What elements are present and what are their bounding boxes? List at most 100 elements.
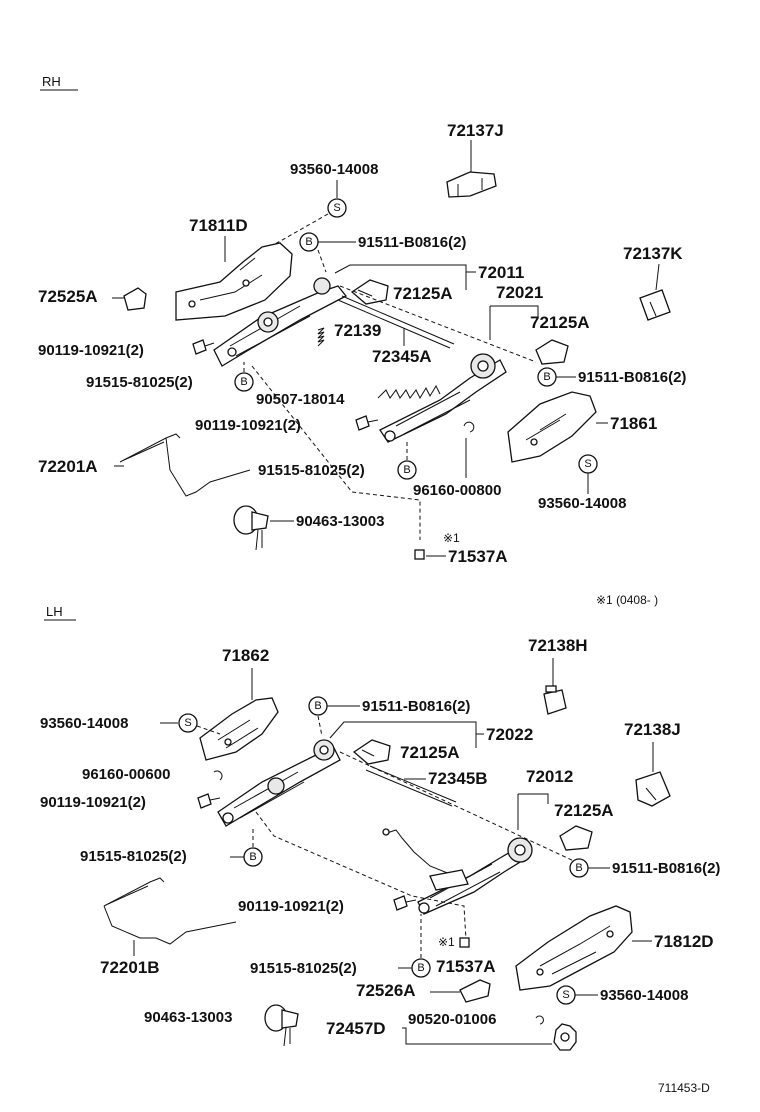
screw-symbol: S bbox=[578, 454, 598, 474]
label-90119-10921-lh-a: 90119-10921(2) bbox=[40, 794, 146, 811]
bolt-symbol: B bbox=[243, 847, 263, 867]
screw-symbol: S bbox=[178, 713, 198, 733]
svg-text:B: B bbox=[305, 236, 312, 248]
label-71537A-lh: 71537A bbox=[436, 957, 496, 976]
label-91515-81025-lh-a: 91515-81025(2) bbox=[80, 848, 187, 865]
label-72139: 72139 bbox=[334, 321, 381, 340]
part-72138H-clip bbox=[543, 685, 567, 715]
label-72125A-lh-b: 72125A bbox=[554, 801, 614, 820]
label-90463-13003-rh: 90463-13003 bbox=[296, 513, 384, 530]
part-96160-00600-ring bbox=[213, 770, 223, 781]
label-90463-13003-lh: 90463-13003 bbox=[144, 1009, 232, 1026]
label-93560-14008-lh-b: 93560-14008 bbox=[600, 987, 688, 1004]
svg-text:B: B bbox=[314, 700, 321, 712]
part-72125A-bracket-rh-b bbox=[535, 339, 569, 365]
label-72138H: 72138H bbox=[528, 636, 588, 655]
label-72345B: 72345B bbox=[428, 769, 488, 788]
label-72526A: 72526A bbox=[356, 981, 416, 1000]
bolt-symbol: B bbox=[299, 232, 319, 252]
svg-text:B: B bbox=[543, 371, 550, 383]
section-label-lh: LH bbox=[46, 604, 63, 619]
part-72022-seat-track-left bbox=[217, 739, 341, 827]
part-71811D-cover bbox=[175, 242, 293, 321]
label-91511-B0816-rh-top: 91511-B0816(2) bbox=[358, 234, 466, 251]
bolt-symbol: B bbox=[411, 958, 431, 978]
label-72125A-rh-a: 72125A bbox=[393, 284, 453, 303]
label-71861: 71861 bbox=[610, 414, 657, 433]
part-90119-bolt-lh-b bbox=[393, 895, 417, 911]
part-72125A-bracket bbox=[350, 279, 389, 305]
part-72137K-clip bbox=[639, 289, 671, 321]
label-71811D: 71811D bbox=[189, 216, 248, 235]
label-71812D: 71812D bbox=[654, 932, 714, 951]
part-90119-bolt-rh-b bbox=[355, 415, 379, 431]
part-lh-lever bbox=[382, 828, 461, 879]
label-90119-10921-rh-a: 90119-10921(2) bbox=[38, 342, 144, 359]
diagram-id: 711453-D bbox=[658, 1081, 710, 1095]
label-96160-00600: 96160-00600 bbox=[82, 766, 170, 783]
footnote-note1: ※1 (0408- ) bbox=[596, 593, 658, 607]
part-71812D-cover bbox=[515, 905, 633, 991]
bolt-symbol: B bbox=[234, 372, 254, 392]
mark-note1-lh: ※1 bbox=[438, 935, 455, 949]
part-71861-cover bbox=[507, 391, 597, 463]
bolt-symbol: B bbox=[397, 460, 417, 480]
label-93560-14008-rh-top: 93560-14008 bbox=[290, 161, 378, 178]
part-72012-seat-track-right bbox=[417, 837, 533, 915]
part-90463-13003-clip-lh bbox=[264, 1004, 299, 1047]
label-72457D: 72457D bbox=[326, 1019, 386, 1038]
label-90119-10921-rh-b: 90119-10921(2) bbox=[195, 417, 301, 434]
section-label-rh: RH bbox=[42, 74, 61, 89]
part-90463-13003-clip bbox=[233, 505, 269, 551]
part-72125A-bracket-lh-b bbox=[559, 825, 593, 851]
svg-text:S: S bbox=[562, 989, 569, 1001]
part-96160-00800-ring bbox=[463, 421, 475, 433]
label-91515-81025-rh-b: 91515-81025(2) bbox=[258, 462, 365, 479]
label-72022: 72022 bbox=[486, 725, 533, 744]
part-72201B-wire bbox=[103, 877, 237, 945]
label-90507-18014: 90507-18014 bbox=[256, 391, 345, 408]
label-93560-14008-rh-b: 93560-14008 bbox=[538, 495, 626, 512]
bolt-symbol: B bbox=[569, 858, 589, 878]
label-93560-14008-lh-a: 93560-14008 bbox=[40, 715, 128, 732]
label-90520-01006: 90520-01006 bbox=[408, 1011, 496, 1028]
label-91511-B0816-rh-b: 91511-B0816(2) bbox=[578, 369, 686, 386]
part-72525A-knob bbox=[123, 287, 147, 311]
svg-text:S: S bbox=[184, 717, 191, 729]
part-72138J-clip bbox=[635, 771, 671, 807]
svg-text:S: S bbox=[333, 202, 340, 214]
part-71537A-nut bbox=[414, 549, 425, 560]
part-90119-bolt-rh-a bbox=[192, 339, 215, 355]
mark-note1-rh: ※1 bbox=[443, 531, 460, 545]
part-72125A-bracket-lh-a bbox=[352, 739, 391, 765]
label-91511-B0816-lh-b: 91511-B0816(2) bbox=[612, 860, 720, 877]
label-91511-B0816-lh-a: 91511-B0816(2) bbox=[362, 698, 470, 715]
screw-symbol: S bbox=[327, 198, 347, 218]
label-72137K: 72137K bbox=[623, 244, 683, 263]
label-72201B: 72201B bbox=[100, 958, 160, 977]
label-72021: 72021 bbox=[496, 283, 543, 302]
part-72137J-clip bbox=[446, 171, 497, 198]
part-72011-seat-track-left bbox=[213, 277, 348, 367]
label-96160-00800: 96160-00800 bbox=[413, 482, 501, 499]
part-90119-bolt-lh-a bbox=[197, 793, 221, 809]
label-72138J: 72138J bbox=[624, 720, 681, 739]
part-72139-spring bbox=[317, 327, 325, 347]
svg-text:B: B bbox=[417, 962, 424, 974]
label-72345A: 72345A bbox=[372, 347, 432, 366]
label-72125A-lh-a: 72125A bbox=[400, 743, 460, 762]
part-90507-18014-spring bbox=[379, 384, 441, 400]
part-90520-01006-clip bbox=[535, 1015, 544, 1025]
svg-text:B: B bbox=[249, 851, 256, 863]
label-72125A-rh-b: 72125A bbox=[530, 313, 590, 332]
part-72201A-wire bbox=[119, 433, 251, 497]
label-72011: 72011 bbox=[478, 263, 524, 282]
part-71862-cover bbox=[199, 697, 279, 761]
label-91515-81025-rh-a: 91515-81025(2) bbox=[86, 374, 193, 391]
label-72201A: 72201A bbox=[38, 457, 98, 476]
label-72525A: 72525A bbox=[38, 287, 98, 306]
label-71862: 71862 bbox=[222, 646, 269, 665]
label-90119-10921-lh-b: 90119-10921(2) bbox=[238, 898, 344, 915]
label-72137J: 72137J bbox=[447, 121, 504, 140]
